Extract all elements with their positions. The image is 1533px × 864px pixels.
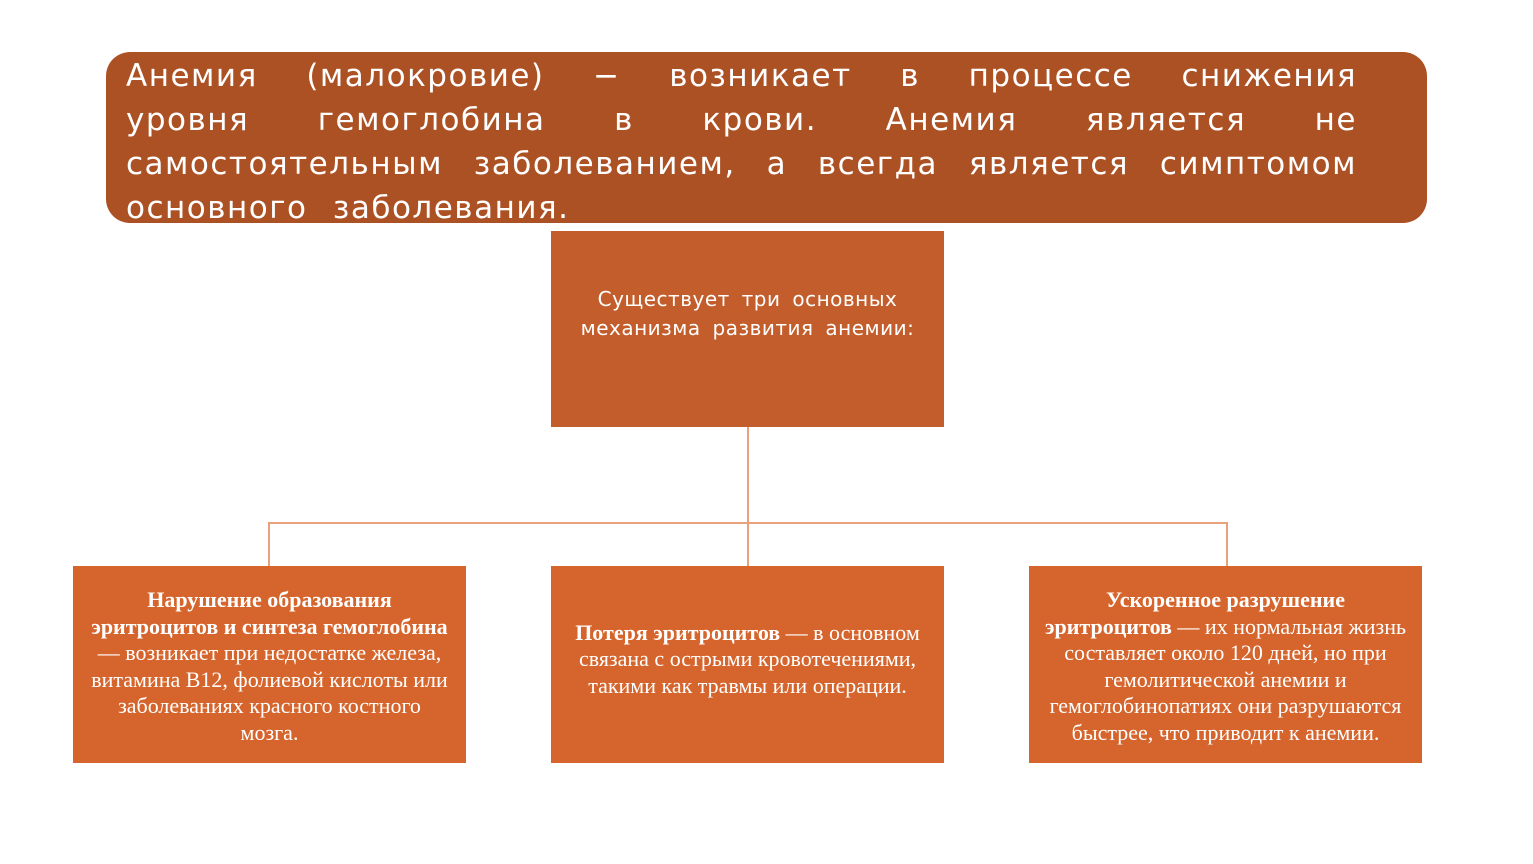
mechanism-title: Нарушение образования эритроцитов и синт… bbox=[91, 587, 448, 639]
mechanism-title: Ускоренное разрушение эритроцитов bbox=[1044, 587, 1345, 639]
mechanism-title: Потеря эритроцитов bbox=[575, 619, 781, 645]
mechanism-node-production: Нарушение образования эритроцитов и синт… bbox=[73, 566, 466, 763]
definition-banner: Анемия (малокровие) − возникает в процес… bbox=[106, 52, 1427, 226]
mechanism-node-loss: Потеря эритроцитов — в основном связана … bbox=[551, 566, 944, 763]
connector-right-drop bbox=[1226, 522, 1228, 566]
connector-left-drop bbox=[268, 522, 270, 566]
definition-text: Анемия (малокровие) − возникает в процес… bbox=[126, 58, 1357, 226]
connector-center-drop bbox=[747, 522, 749, 566]
mechanism-node-destruction-text: Ускоренное разрушение эритроцитов — их н… bbox=[1043, 587, 1408, 746]
mechanism-node-production-text: Нарушение образования эритроцитов и синт… bbox=[87, 587, 452, 746]
connector-trunk bbox=[747, 427, 749, 524]
mechanism-description: — возникает при недостатке железа, витам… bbox=[91, 640, 448, 745]
root-node: Существует три основных механизма развит… bbox=[551, 231, 944, 427]
mechanism-node-loss-text: Потеря эритроцитов — в основном связана … bbox=[565, 620, 930, 700]
root-node-label: Существует три основных механизма развит… bbox=[580, 287, 915, 340]
mechanism-node-destruction: Ускоренное разрушение эритроцитов — их н… bbox=[1029, 566, 1422, 763]
mechanism-description: — их нормальная жизнь составляет около 1… bbox=[1049, 613, 1407, 745]
mechanism-description: — в основном связана с острыми кровотече… bbox=[578, 619, 920, 698]
